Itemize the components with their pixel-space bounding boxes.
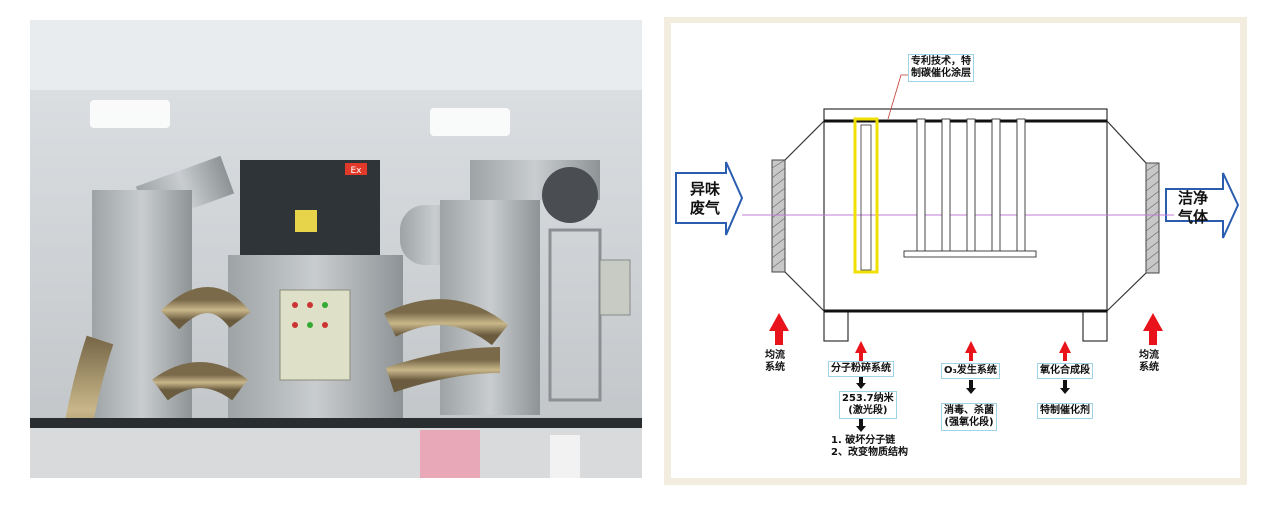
oxidation-label: 氧化合成段 <box>1037 363 1093 379</box>
right-equalizer-mesh <box>1145 162 1160 274</box>
diagram-frame: 异味 废气 洁净 气体 专利技术，特 制碳催化涂层 均流 系统 分子粉碎系统 2… <box>664 17 1247 485</box>
flow-arrows <box>856 375 1070 432</box>
effects-label: 1. 破坏分子链 2、改变物质结构 <box>831 435 908 458</box>
left-equalizer-label: 均流 系统 <box>765 350 785 373</box>
equipment-illustration: Ex <box>30 20 642 478</box>
ex-sign: Ex <box>350 166 362 176</box>
wavelength-label: 253.7纳米 (激光段) <box>839 391 897 419</box>
uv-lamp <box>853 117 879 274</box>
catalyst-plates <box>903 118 1037 258</box>
ozone-label: O₃发生系统 <box>941 363 1000 379</box>
inlet-label: 异味 废气 <box>689 180 720 217</box>
catalyst-label: 特制催化剂 <box>1037 403 1093 419</box>
equipment-photo: Ex <box>30 20 642 478</box>
molecule-crush-label: 分子粉碎系统 <box>828 361 894 377</box>
inlet-arrow <box>675 161 744 236</box>
process-diagram: 异味 废气 洁净 气体 专利技术，特 制碳催化涂层 均流 系统 分子粉碎系统 2… <box>671 23 1240 478</box>
left-equalizer-mesh <box>771 159 786 273</box>
outlet-label: 洁净 气体 <box>1177 189 1208 226</box>
diagram-graphics <box>675 74 1240 432</box>
reactor-housing <box>784 108 1147 342</box>
outlet-arrow <box>1165 172 1240 239</box>
stage-arrows <box>769 313 1163 361</box>
right-equalizer-label: 均流 系统 <box>1139 350 1159 373</box>
callout-leader <box>887 74 909 120</box>
patent-callout: 专利技术，特 制碳催化涂层 <box>908 54 974 82</box>
disinfect-label: 消毒、杀菌 (强氧化段) <box>941 403 997 431</box>
